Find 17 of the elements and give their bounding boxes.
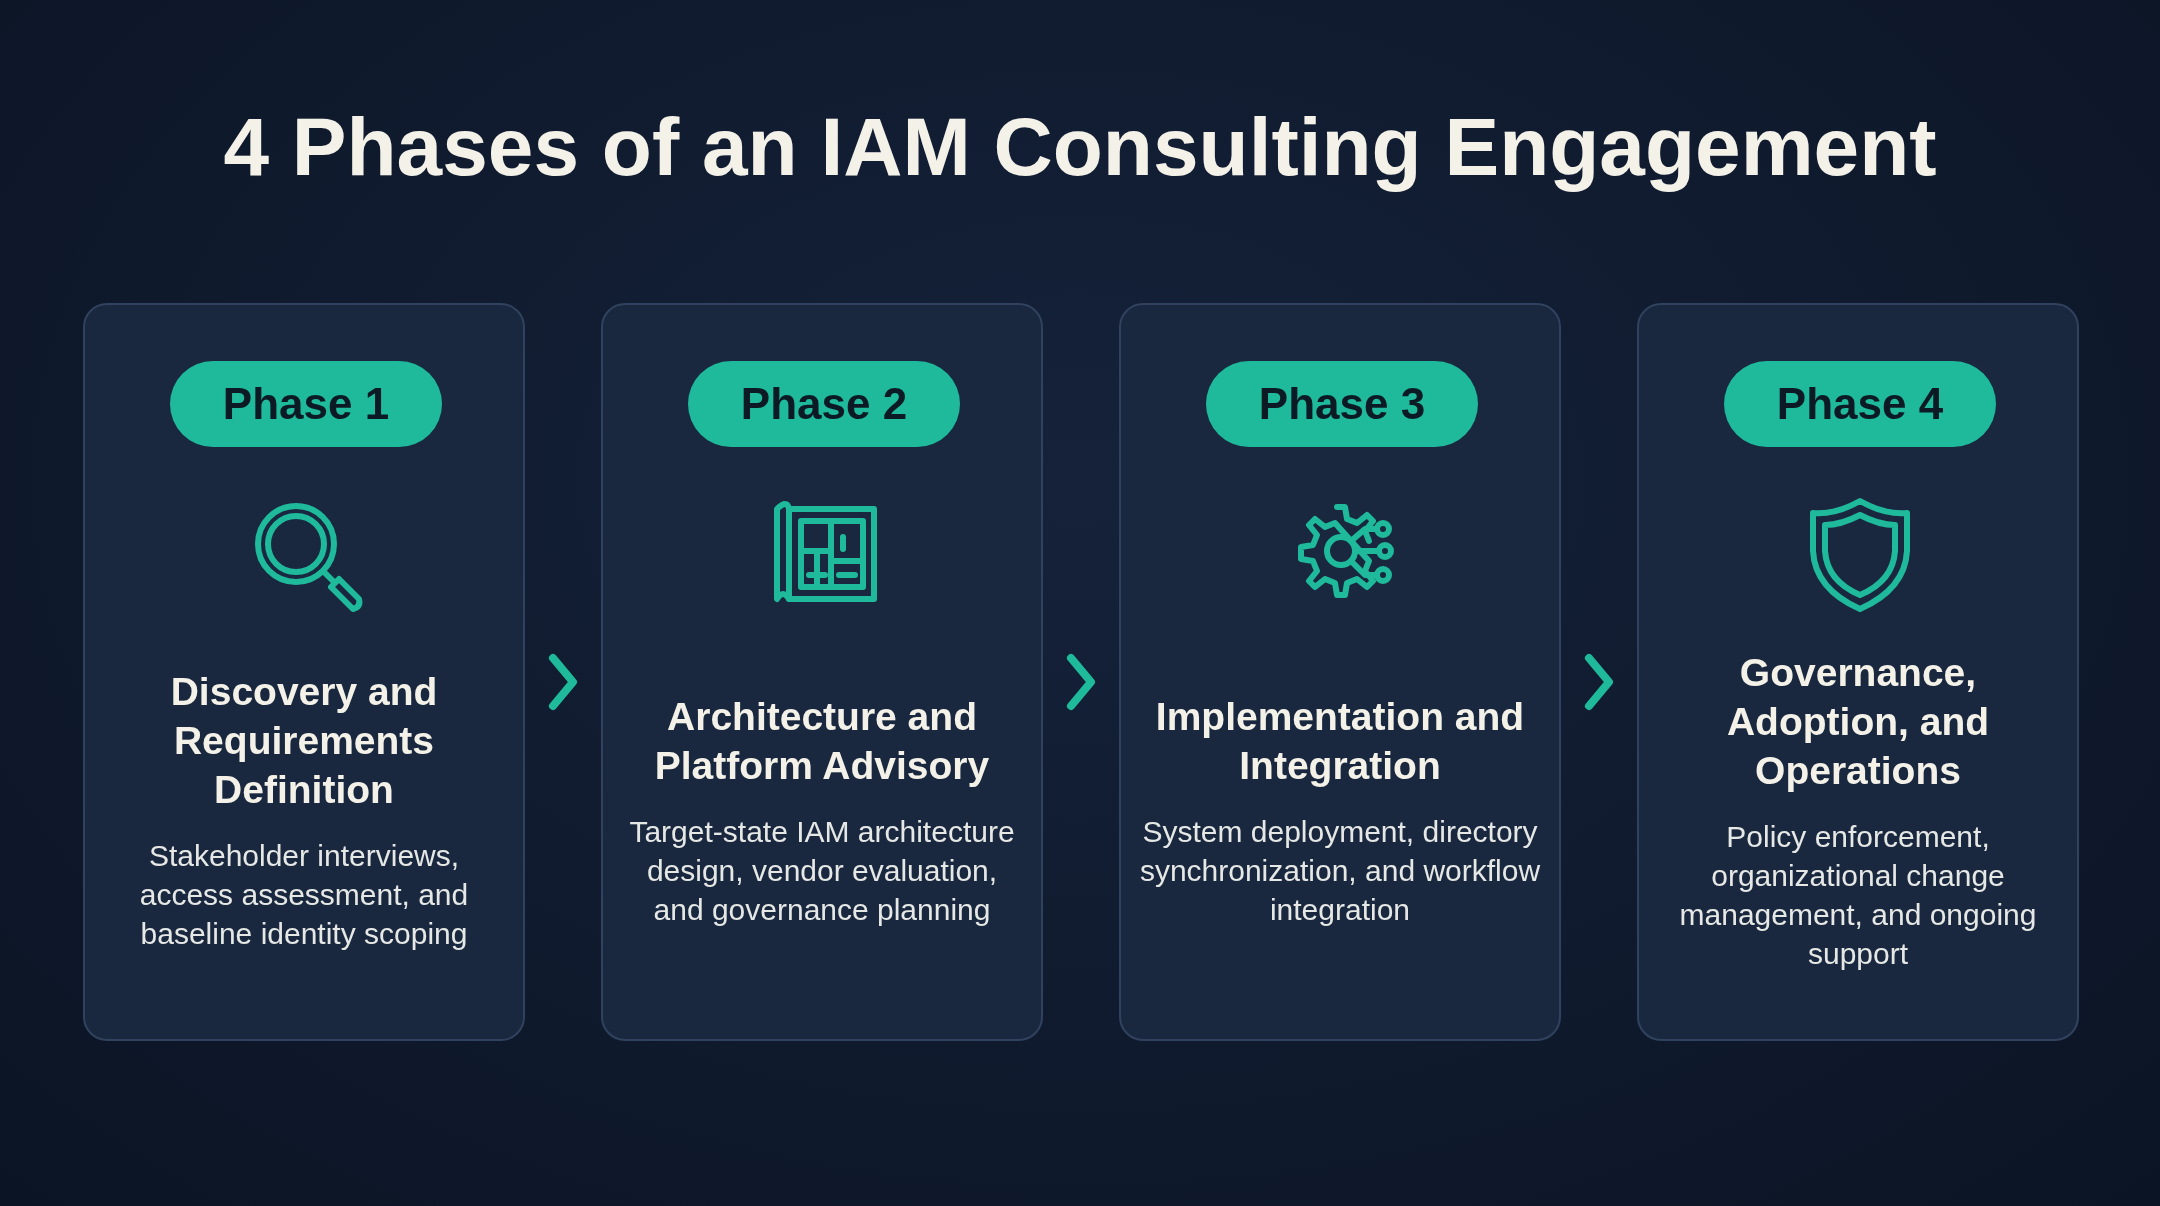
phase-description: System deployment, directory synchronization, and workflow integration [1138,813,1542,928]
phase-card [1637,303,2079,1041]
phase-card [601,303,1043,1041]
phase-badge: Phase 3 [1206,361,1478,447]
phase-heading: Discovery and Requirements Definition [169,669,439,813]
phase-heading: Implementation and Integration [1154,693,1526,789]
phase-card [83,303,525,1041]
phase-description: Policy enforcement, organizational change management, and ongoing support [1678,818,2038,972]
phase-badge: Phase 2 [688,361,960,447]
phase-badge: Phase 1 [170,361,442,447]
phase-description: Stakeholder interviews, access assessment, and baseline identity scoping [138,838,470,952]
diagram-title: 4 Phases of an IAM Consulting Engagement [222,100,1938,194]
phase-description: Target-state IAM architecture design, vendor evaluation, and governance planning [628,813,1016,928]
phase-heading: Governance, Adoption, and Operations [1725,649,1991,794]
phase-badge: Phase 4 [1724,361,1996,447]
phase-card [1119,303,1561,1041]
phase-heading: Architecture and Platform Advisory [653,693,991,789]
